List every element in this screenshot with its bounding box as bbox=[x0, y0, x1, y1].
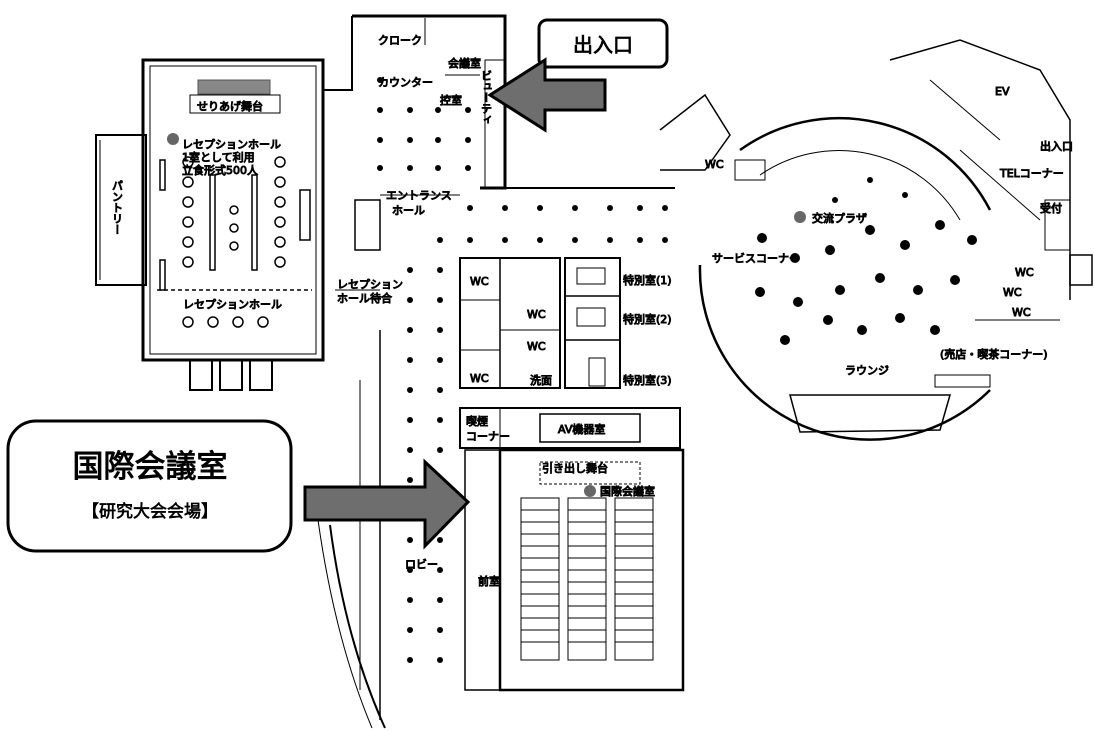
wc-label-5: WC bbox=[705, 158, 724, 171]
lobby-label: ロビー bbox=[405, 558, 438, 571]
av-room-label: AV機器室 bbox=[558, 422, 605, 436]
tel-corner-label: TELコーナー bbox=[999, 167, 1064, 180]
wc-label-7: WC bbox=[1003, 286, 1022, 299]
special-room-2-label: 特別室(2) bbox=[623, 312, 672, 326]
prep-room-label: 前室 bbox=[478, 574, 500, 588]
beauty-label: ビューティ bbox=[480, 70, 493, 125]
stage-label: せりあげ舞台 bbox=[197, 99, 263, 113]
reception-hall-line3: 立食形式500人 bbox=[182, 163, 258, 177]
pullout-stage-label: 引き出し舞台 bbox=[542, 461, 608, 475]
cloak-label: クローク bbox=[378, 34, 422, 47]
ev-label: EV bbox=[995, 85, 1010, 98]
special-room-3-label: 特別室(3) bbox=[623, 373, 672, 387]
washroom-label: 洗面 bbox=[530, 374, 552, 387]
reception-wait-label: レセプション bbox=[337, 278, 403, 291]
reception-desk-label: 受付 bbox=[1040, 202, 1062, 215]
conference-arrow-icon bbox=[303, 458, 471, 550]
wc-label-2: WC bbox=[527, 308, 546, 321]
intl-conf-room-label: 国際会議室 bbox=[600, 484, 655, 498]
entrance-hall-label-2: ホール bbox=[392, 204, 425, 217]
meeting-room-label: 会議室 bbox=[448, 56, 481, 70]
callout-title: 国際会議室 bbox=[73, 449, 228, 485]
special-room-1-label: 特別室(1) bbox=[623, 273, 672, 287]
smoking-label: 喫煙 bbox=[466, 415, 488, 428]
wc-label-8: WC bbox=[1012, 306, 1031, 319]
entrance-callout-label: 出入口 bbox=[573, 33, 633, 57]
wc-label-1: WC bbox=[470, 275, 489, 288]
shop-cafe-label: (売店・喫茶コーナー) bbox=[940, 347, 1048, 361]
reception-hall-block: せりあげ舞台 レセプションホール 1室として利用 立食形式500人 レセプション… bbox=[95, 58, 325, 391]
entrance-arrow-icon bbox=[487, 57, 607, 133]
anteroom-label: 控室 bbox=[440, 93, 462, 107]
pantry-label: パントリー bbox=[111, 180, 124, 235]
lounge-label: ラウンジ bbox=[845, 364, 889, 377]
smoking-label-2: コーナー bbox=[466, 430, 510, 443]
service-corner-label: サービスコーナー bbox=[712, 252, 800, 265]
wc-label-6: WC bbox=[1015, 266, 1034, 279]
reception-hall-line2: 1室として利用 bbox=[182, 150, 255, 164]
reception-wait-label-2: ホール待合 bbox=[337, 291, 392, 305]
reception-hall-label: レセプションホール bbox=[182, 138, 281, 151]
conference-room-callout: 国際会議室 【研究大会会場】 bbox=[6, 419, 471, 553]
counter-label: カウンター bbox=[378, 76, 433, 89]
reception-hall-2-label: レセプションホール bbox=[183, 298, 282, 311]
entrance-callout: 出入口 bbox=[487, 18, 669, 133]
central-corridor-block: クローク カウンター 会議室 控室 ビューティ エントランス ホール レセプショ… bbox=[317, 14, 675, 729]
callout-subtitle: 【研究大会会場】 bbox=[82, 501, 218, 522]
exchange-plaza-block: サービスコーナー 交流プラザ ラウンジ (売店・喫茶コーナー) WC WC WC… bbox=[659, 39, 1093, 441]
wc-label-4: WC bbox=[470, 372, 489, 385]
small-entrance-label: 出入口 bbox=[1040, 139, 1073, 153]
wc-label-3: WC bbox=[527, 340, 546, 353]
exchange-plaza-label: 交流プラザ bbox=[812, 211, 867, 225]
special-rooms-block: WC WC WC WC 洗面 特別室(1) 特別室(2) 特別室(3) 喫煙 コ… bbox=[459, 257, 681, 449]
entrance-hall-label: エントランス bbox=[386, 189, 452, 202]
intl-conference-room: 引き出し舞台 国際会議室 前室 bbox=[464, 448, 685, 692]
